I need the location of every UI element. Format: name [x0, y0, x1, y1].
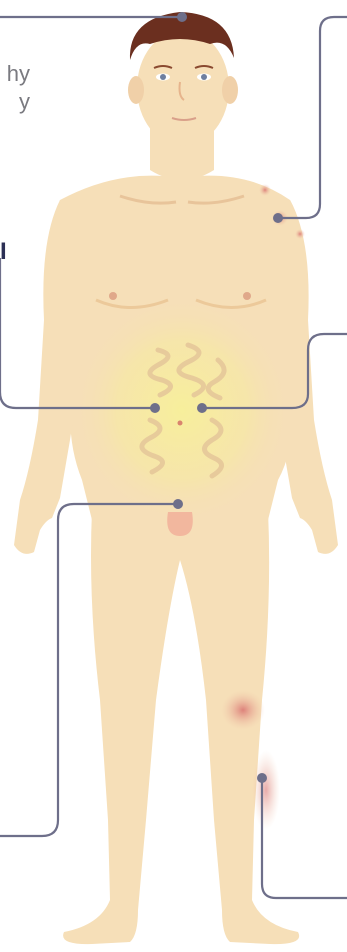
head	[128, 12, 238, 146]
groin	[167, 512, 193, 536]
groin-marker	[173, 499, 183, 509]
navel	[178, 421, 183, 426]
nipple-right	[243, 292, 251, 300]
navel-left-marker	[150, 403, 160, 413]
abdomen-inflammation	[72, 295, 292, 525]
shoulder-spot-1	[259, 184, 271, 196]
nipple-left	[109, 292, 117, 300]
head-marker	[177, 12, 187, 22]
shin-inflammation	[252, 750, 280, 830]
navel-right-marker	[197, 403, 207, 413]
shoulder-marker	[273, 213, 283, 223]
shoulder-spot-3	[295, 229, 305, 239]
knee-inflammation	[221, 690, 265, 730]
leader-line-shoulder	[278, 17, 347, 218]
knee-marker	[257, 773, 267, 783]
